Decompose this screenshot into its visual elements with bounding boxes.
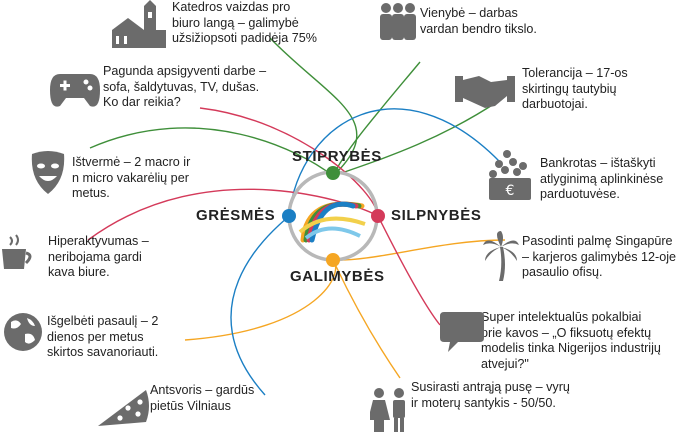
- item-text-pizza: Antsvoris – gardūs pietūs Vilniaus: [150, 383, 255, 413]
- strengths-dot: [326, 166, 340, 180]
- item-text-team: Vienybė – darbas vardan bendro tikslo.: [420, 6, 537, 36]
- item-text-coffee: Hiperaktyvumas – neribojama gardi kava b…: [48, 234, 149, 279]
- pizza-slice-icon: [98, 390, 149, 426]
- connector-palm-tree: [332, 239, 506, 261]
- connector-speech-bubble: [377, 215, 441, 326]
- connector-coffee-cup: [87, 188, 379, 241]
- item-text-gamepad: Pagunda apsigyventi darbe – sofa, šaldyt…: [103, 64, 267, 109]
- palm-tree-icon: [483, 231, 519, 281]
- team-icon: [380, 3, 416, 40]
- item-text-globe: Išgelbėti pasaulį – 2 dienos per metus s…: [47, 314, 159, 359]
- threats-dot: [282, 209, 296, 223]
- item-text-couple: Susirasti antrąją pusę – vyrų ir moterų …: [411, 380, 570, 410]
- item-text-money: Bankrotas – ištaškyti atlyginimą aplinki…: [540, 156, 664, 201]
- strengths-label: STIPRYBĖS: [292, 148, 382, 165]
- item-text-mask: Ištvermė – 2 macro ir n micro vakarėlių …: [72, 155, 191, 200]
- theater-mask-icon: [31, 151, 65, 194]
- weaknesses-label: SILPNYBĖS: [391, 207, 482, 224]
- weaknesses-dot: [371, 209, 385, 223]
- logo-band: [304, 226, 361, 240]
- item-text-bubble: Super intelektualūs pokalbiai prie kavos…: [481, 310, 661, 371]
- money-pile-icon: €: [489, 150, 531, 200]
- center-ring: [287, 170, 379, 262]
- handshake-icon: [455, 76, 515, 108]
- threats-label: GRĖSMĖS: [196, 207, 276, 224]
- couple-icon: [370, 388, 405, 432]
- connector-cathedral: [269, 37, 358, 177]
- speech-bubble-icon: [440, 312, 484, 352]
- cathedral-icon: [112, 0, 166, 48]
- logo-band: [298, 216, 366, 234]
- svg-text:€: €: [506, 183, 515, 199]
- gamepad-icon: [50, 74, 100, 107]
- opportunities-label: GALIMYBĖS: [290, 268, 385, 285]
- opportunities-dot: [326, 253, 340, 267]
- connector-theater-mask: [89, 127, 334, 177]
- connector-pizza-slice: [230, 215, 290, 396]
- item-text-handshake: Tolerancija – 17-os skirtingų tautybių d…: [522, 66, 628, 111]
- connector-handshake: [332, 99, 501, 177]
- globe-icon: [4, 313, 42, 351]
- connector-money-pile: [288, 108, 501, 217]
- connector-gamepad: [199, 107, 379, 217]
- item-text-cathedral: Katedros vaizdas pro biuro langą – galim…: [172, 0, 317, 45]
- coffee-cup-icon: [2, 234, 32, 269]
- item-text-palm: Pasodinti palmę Singapūre – karjeros gal…: [522, 234, 676, 279]
